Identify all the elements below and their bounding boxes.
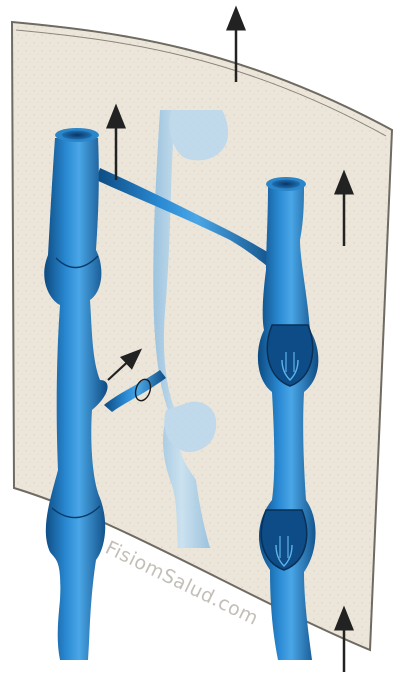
venous-valve-illustration: FisiomSalud.com (0, 0, 394, 681)
